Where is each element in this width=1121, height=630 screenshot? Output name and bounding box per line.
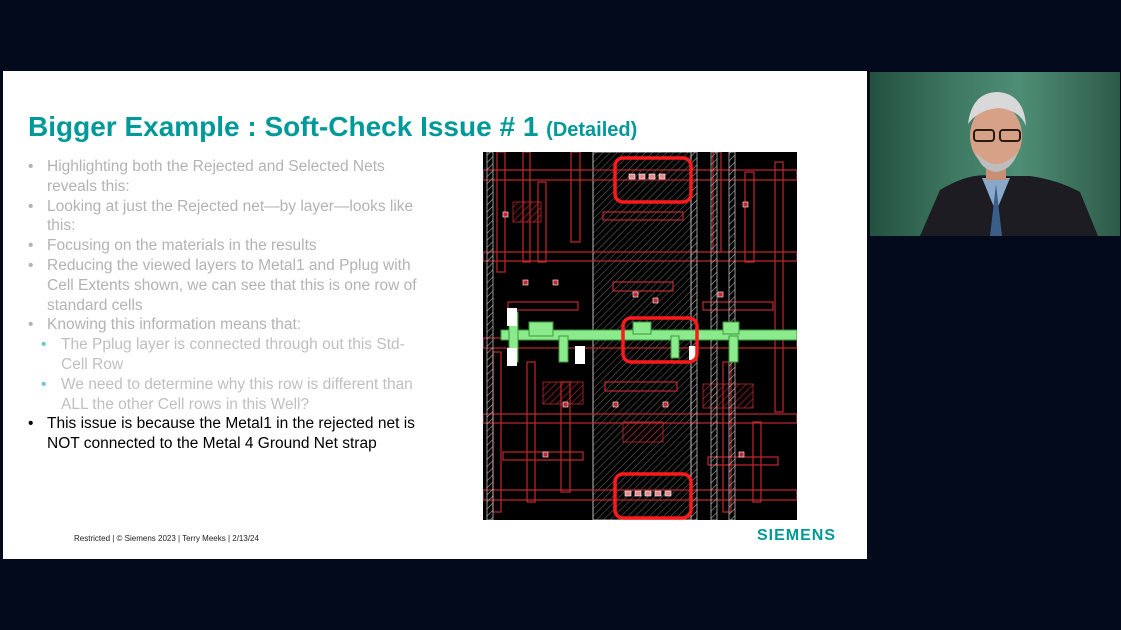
bullet-item: Reducing the viewed layers to Metal1 and… (27, 256, 417, 315)
slide-title: Bigger Example : Soft-Check Issue # 1 (D… (28, 111, 637, 143)
bullet-item: Looking at just the Rejected net—by laye… (27, 197, 417, 237)
slide-title-sub: (Detailed) (546, 119, 638, 141)
presentation-slide: Bigger Example : Soft-Check Issue # 1 (D… (3, 71, 867, 559)
bullet-item: Focusing on the materials in the results (27, 236, 417, 256)
slide-footer: Restricted | © Siemens 2023 | Terry Meek… (74, 534, 259, 543)
contact-grid (502, 201, 749, 458)
white-contacts (507, 308, 697, 366)
bullet-item: Highlighting both the Rejected and Selec… (27, 157, 417, 197)
bullet-item: Knowing this information means that: (27, 315, 417, 335)
callout-boxes (613, 156, 699, 520)
sub-bullet-item: The Pplug layer is connected through out… (27, 335, 417, 375)
presenter-figure (920, 92, 1098, 236)
contact-row-bottom (624, 490, 672, 497)
layout-view-image (483, 152, 797, 520)
slide-title-main: Bigger Example : Soft-Check Issue # 1 (28, 111, 539, 142)
bullet-item-current: This issue is because the Metal1 in the … (27, 414, 417, 454)
sub-bullet-item: We need to determine why this row is dif… (27, 375, 417, 415)
bullet-list: Highlighting both the Rejected and Selec… (27, 157, 417, 454)
contact-row-top (628, 173, 666, 180)
presenter-webcam (870, 72, 1120, 236)
siemens-logo: SIEMENS (757, 527, 837, 544)
